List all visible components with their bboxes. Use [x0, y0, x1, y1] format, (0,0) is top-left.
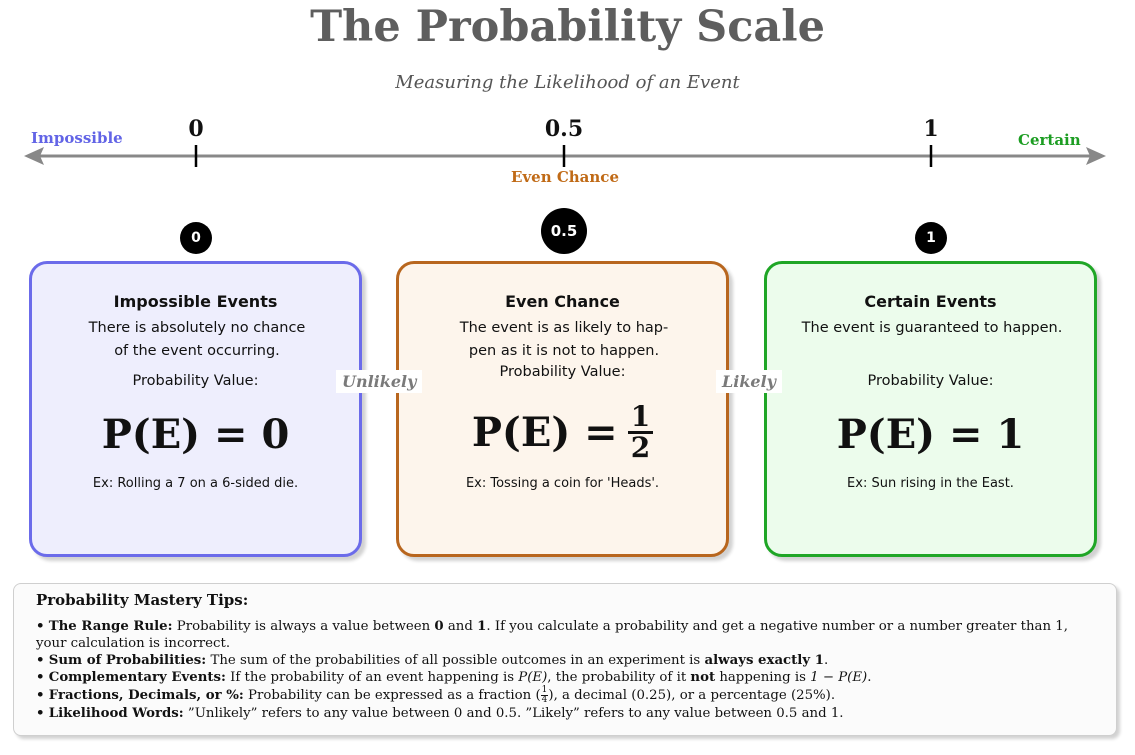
tip-fractions-decimals: • Fractions, Decimals, or %: Probability…: [36, 686, 1094, 705]
card-even-chance: Even Chance The event is as likely to ha…: [396, 261, 729, 557]
card-impossible-events: Impossible Events There is absolutely no…: [29, 261, 362, 557]
tip-label: Complementary Events:: [48, 670, 226, 685]
card-description-line: There is absolutely no chance: [88, 320, 306, 336]
tick-label-1: 1: [923, 116, 939, 142]
fraction-denominator: 2: [630, 430, 651, 464]
card-example: Ex: Rolling a 7 on a 6-sided die.: [92, 476, 299, 491]
tip-bullet: •: [36, 619, 45, 634]
tip-bullet: •: [36, 688, 45, 703]
card-description-line: The event is as likely to hap-: [459, 320, 669, 336]
tip-sum-of-probabilities: • Sum of Probabilities: The sum of the p…: [36, 652, 1094, 669]
card-example: Ex: Sun rising in the East.: [847, 476, 1014, 491]
page-title: The Probability Scale: [310, 2, 825, 52]
tip-text: . If you calculate a probability and get…: [36, 619, 1068, 651]
tip-fraction-numerator: 1: [540, 685, 549, 696]
card-probability-label: Probability Value:: [132, 373, 259, 389]
scale-label-certain: Certain: [1018, 131, 1081, 149]
page-subtitle: Measuring the Likelihood of an Event: [395, 72, 740, 93]
tip-label: Likelihood Words:: [48, 706, 184, 721]
label-likely: Likely: [716, 370, 782, 393]
tips-title: Probability Mastery Tips:: [36, 591, 249, 609]
scale-label-impossible: Impossible: [31, 129, 123, 147]
tips-panel: Probability Mastery Tips: • The Range Ru…: [13, 583, 1117, 736]
card-formula: P(E) = 0: [101, 410, 290, 458]
tip-bullet: •: [36, 653, 45, 668]
card-description: The event is guaranteed to happen.: [777, 317, 1087, 340]
tip-text: and: [443, 619, 478, 634]
probability-number-line: [24, 145, 1106, 167]
tip-text: happening is: [715, 670, 811, 685]
tip-label: Sum of Probabilities:: [48, 653, 207, 668]
tip-label: Fractions, Decimals, or %:: [48, 688, 244, 703]
scale-label-even-chance: Even Chance: [511, 168, 619, 186]
card-probability-label: Probability Value:: [867, 373, 994, 389]
tip-complementary-events: • Complementary Events: If the probabili…: [36, 669, 1094, 686]
card-description: The event is as likely to hap- pen as it…: [439, 317, 689, 363]
tip-likelihood-words: • Likelihood Words: ”Unlikely” refers to…: [36, 705, 1094, 722]
label-unlikely: Unlikely: [336, 370, 423, 393]
card-description-line: pen as it is not to happen.: [468, 343, 660, 359]
tip-text: Probability can be expressed as a fracti…: [243, 688, 541, 703]
tip-text: If the probability of an event happening…: [225, 670, 519, 685]
tip-text: .: [867, 670, 872, 685]
tip-math: P(E): [518, 670, 548, 685]
card-certain-events: Certain Events The event is guaranteed t…: [764, 261, 1097, 557]
tip-bold: not: [690, 670, 716, 685]
tip-text: Probability is always a value between: [172, 619, 435, 634]
tip-bold: 1: [477, 619, 487, 634]
tip-text: .: [823, 653, 829, 668]
axis-arrow-right: [1086, 147, 1106, 165]
tip-text: , the probability of it: [547, 670, 691, 685]
tip-text: ”Unlikely” refers to any value between 0…: [183, 706, 844, 721]
card-description-line: The event is guaranteed to happen.: [801, 320, 1063, 336]
card-formula-prefix: P(E) =: [471, 408, 618, 456]
tip-text: ), a decimal (0.25), or a percentage (25…: [548, 688, 836, 703]
tip-fraction-denominator: 4: [541, 695, 548, 705]
tip-text: The sum of the probabilities of all poss…: [206, 653, 705, 668]
tip-bullet: •: [36, 670, 45, 685]
fraction-numerator: 1: [627, 402, 654, 434]
tip-math: 1 − P(E): [810, 670, 868, 685]
card-description: There is absolutely no chance of the eve…: [72, 317, 322, 363]
card-description-line: of the event occurring.: [114, 343, 280, 359]
card-example: Ex: Tossing a coin for 'Heads'.: [465, 476, 660, 491]
card-formula: P(E) = 1: [836, 410, 1025, 458]
tip-label: The Range Rule:: [48, 619, 173, 634]
card-probability-label: Probability Value:: [499, 364, 626, 380]
badge-0: 0: [180, 222, 212, 254]
card-formula: P(E) = 1 2: [399, 394, 726, 470]
tip-bold: 0: [434, 619, 444, 634]
card-title: Certain Events: [864, 292, 997, 311]
card-title: Even Chance: [505, 292, 620, 311]
axis-arrow-left: [24, 147, 44, 165]
tick-label-0.5: 0.5: [544, 116, 584, 142]
card-title: Impossible Events: [113, 292, 278, 311]
tip-bold: always exactly 1: [704, 653, 824, 668]
badge-1: 1: [915, 222, 947, 254]
tick-label-0: 0: [188, 116, 204, 142]
badge-0.5: 0.5: [541, 208, 587, 254]
tip-range-rule: • The Range Rule: Probability is always …: [36, 618, 1094, 652]
tip-bullet: •: [36, 706, 45, 721]
fraction-one-half: 1 2: [627, 402, 654, 464]
